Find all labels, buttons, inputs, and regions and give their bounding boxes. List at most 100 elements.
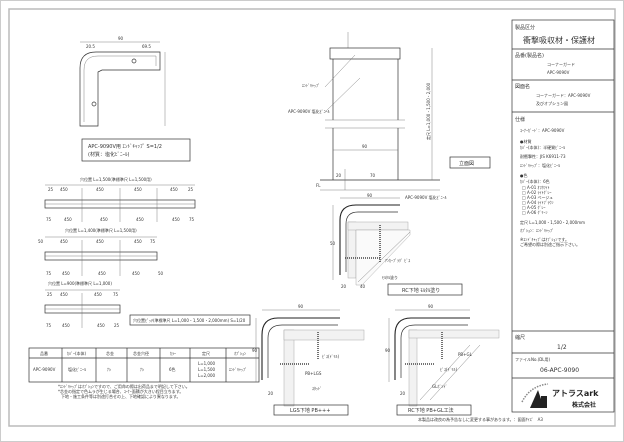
dim-label: 450	[62, 323, 70, 328]
spec-lines: ｺｰﾅｰｶﾞｰﾄﾞ：APC-9090V ●材質 ｶﾊﾞｰ(本体)：半硬質ﾋﾞﾆｰ…	[520, 128, 585, 247]
table-cell: ｴﾝﾄﾞｷｬｯﾌﾟ	[229, 366, 247, 372]
dim-label: 450	[172, 217, 180, 222]
spec-line: □ A-01 ｵﾌﾎﾜｲﾄ	[522, 185, 550, 190]
detail-leader-label: ﾋﾞｽ(ﾄﾞﾘﾙ)	[440, 367, 458, 372]
spec-line: ｶﾊﾞｰ(本体)：半硬質ﾋﾞﾆｰﾙ	[520, 144, 565, 150]
dim-label: 450	[170, 187, 178, 192]
spec-line: 耐衝撃性：JIS K6911-73	[520, 153, 566, 159]
product-name: コーナーガード	[547, 61, 575, 67]
dim-label: 450	[60, 292, 68, 297]
hole-layout-title: 穴位置 L=1,500(準標準尺 L=1,500用)	[80, 176, 152, 182]
dim-label: 450	[136, 217, 144, 222]
detail-leader-label: ｽﾀｯﾄﾞ	[312, 385, 322, 391]
spec-line: □ A-05 ｸﾞﾚｰ	[522, 204, 546, 210]
dim-label: 75	[189, 217, 195, 222]
dim-label: 450	[96, 239, 104, 244]
dim-label: 90	[298, 304, 304, 309]
dim-label: 75	[150, 239, 156, 244]
company-name: アトラスark	[552, 389, 599, 398]
product-label: 品番(製品名)	[515, 52, 544, 59]
dim-label: 90	[428, 304, 434, 309]
table-cell: 6色	[169, 366, 176, 372]
company-logo: アトラスark 株式会社	[521, 383, 599, 409]
endcap-view: 90 20.5 69.5 APC-9090V用 ｴﾝﾄﾞｷｬｯﾌﾟ S=1/2 …	[79, 36, 191, 162]
table-header: ｵﾌﾟｼｮﾝ	[234, 350, 246, 356]
endcap-caption: APC-9090V用 ｴﾝﾄﾞｷｬｯﾌﾟ S=1/2	[88, 143, 162, 150]
spec-line: □ A-06 ｸﾞﾘｰﾝ	[522, 209, 548, 215]
drawing-label: 図面名	[515, 83, 530, 90]
dim-label: 450	[132, 271, 140, 276]
detail-caption: RC下地 ﾓﾙﾀﾙ塗り	[402, 287, 440, 294]
dim-label: 20	[268, 391, 274, 396]
dim-label: 450	[62, 271, 70, 276]
table-header: 品番	[40, 350, 48, 356]
dim-label: 40	[360, 284, 366, 289]
spec-line: ●材質	[520, 138, 532, 144]
file-label: ファイルNo.(DL用)	[515, 357, 551, 362]
dim-label: 75	[113, 292, 119, 297]
drawing-name-1: コーナーガード：APC-9090V	[536, 92, 591, 98]
table-cell: 塩化ﾋﾞﾆｰﾙ	[68, 366, 86, 372]
table-header: 芯金	[106, 350, 114, 356]
detail-leader-label: PB+LGS	[305, 371, 322, 376]
scale-label: 縮尺	[515, 334, 525, 341]
dim-label: 20	[400, 391, 406, 396]
table-header: ｶﾗｰ	[170, 351, 176, 356]
endcap-caption-box	[81, 138, 191, 162]
footer-note: 本製品は改良の為予告なしに変更する事があります。：図面ｻｲｽﾞ A3	[418, 416, 543, 422]
hole-layout-1500: 穴位置 L=1,500(準標準尺 L=1,500用) 25 450 450 45…	[44, 176, 196, 222]
dim-label: 25	[188, 187, 194, 192]
table-cell: L=1,500	[198, 367, 215, 372]
endcap-material: (材質：塩化ﾋﾞﾆｰﾙ)	[88, 151, 129, 158]
dim-label: 75	[46, 217, 52, 222]
table-cell: APC-9090V	[33, 367, 56, 372]
dim-label: 450	[134, 187, 142, 192]
dim-label: 25	[47, 292, 53, 297]
dim-label: 70	[370, 173, 376, 178]
dim-label: 25	[114, 323, 120, 328]
hole-layout-title: 穴位置 L=1,400(準標準尺 L=1,500用)	[65, 227, 137, 233]
spec-line: □ A-03 ベージュ	[522, 195, 553, 200]
dim-label: 450	[96, 187, 104, 192]
dim-label: 90	[367, 193, 373, 198]
category-value: 衝撃吸収材・保護材	[523, 35, 595, 45]
table-cell: L=1,000	[198, 361, 215, 366]
height-dim: 定尺 L=1,000・1,500・2,000	[425, 82, 431, 140]
dim-label: 450	[64, 217, 72, 222]
spec-line: ※ｴﾝﾄﾞｷｬｯﾌﾟはｵﾌﾟｼｮﾝです。	[520, 236, 569, 242]
spec-line: ｵﾌﾟｼｮﾝ：ｴﾝﾄﾞｷｬｯﾌﾟ	[520, 227, 554, 233]
drawing-frame	[8, 8, 616, 427]
dim-label: 75	[46, 323, 52, 328]
spec-line: ●色	[520, 172, 528, 178]
detail-leader-label: ｱﾝｶｰﾌﾟﾗｸﾞ ﾋﾞｽ	[385, 257, 410, 263]
dim-label: 20.5	[86, 44, 95, 49]
dim-label: 450	[100, 217, 108, 222]
endcap-leader-label: ｴﾝﾄﾞｷｬｯﾌﾟ	[302, 82, 320, 88]
elevation-view: 定尺 L=1,000・1,500・2,000 ｴﾝﾄﾞｷｬｯﾌﾟ APC-909…	[288, 32, 491, 191]
spec-line: ｶﾊﾞｰ(本体)：6色	[520, 178, 550, 184]
scale-value: 1/2	[557, 344, 567, 351]
spec-table: 品番 ｶﾊﾞｰ(本体) 芯金 芯金穴径 ｶﾗｰ 定尺 ｵﾌﾟｼｮﾝ APC-90…	[28, 347, 260, 399]
spec-line: ｺｰﾅｰｶﾞｰﾄﾞ：APC-9090V	[520, 128, 565, 133]
table-note: 下地・施工条件等は別途打合せの上、下地確認により異なります。	[61, 393, 181, 399]
hole-layout-title: 穴位置 L=900(準標準尺 L=1,000)	[48, 280, 112, 286]
dim-label: 90	[252, 348, 258, 353]
dim-label: 25	[48, 187, 54, 192]
spec-line: ｴﾝﾄﾞｷｬｯﾌﾟ：塩化ﾋﾞﾆｰﾙ	[520, 162, 560, 168]
dim-label: 450	[97, 323, 105, 328]
detail-caption: LGS下地 PB+++	[290, 407, 330, 414]
spec-line: □ A-02 ﾗｲﾄｸﾞﾚｰ	[522, 189, 552, 195]
spec-line: □ A-04 ﾗｲﾄﾌﾞﾗｳﾝ	[522, 199, 554, 205]
detail-leader-label: ﾋﾞｽ(ﾄﾞﾘﾙ)	[322, 354, 340, 359]
detail-rc-gl: 90 90 20 PB+GL ﾋﾞｽ(ﾄﾞﾘﾙ) GLﾎﾞﾝﾄﾞ RC下地 PB…	[385, 304, 500, 416]
dim-label: 20	[341, 284, 347, 289]
detail-caption: RC下地 PB+GL工法	[408, 407, 454, 414]
dim-label: 450	[98, 271, 106, 276]
dim-label: 90	[118, 36, 124, 41]
dim-label: 50	[38, 239, 44, 244]
file-value: 06-APC-9090	[540, 367, 579, 374]
dim-label: 450	[94, 292, 102, 297]
detail-leader-label: APC-9090V 塩化ﾋﾞﾆｰﾙ	[405, 194, 447, 200]
company-suffix: 株式会社	[572, 401, 596, 409]
detail-lgs: 90 90 20 ﾋﾞｽ(ﾄﾞﾘﾙ) PB+LGS ｽﾀｯﾄﾞ LGS下地 PB…	[252, 304, 365, 416]
